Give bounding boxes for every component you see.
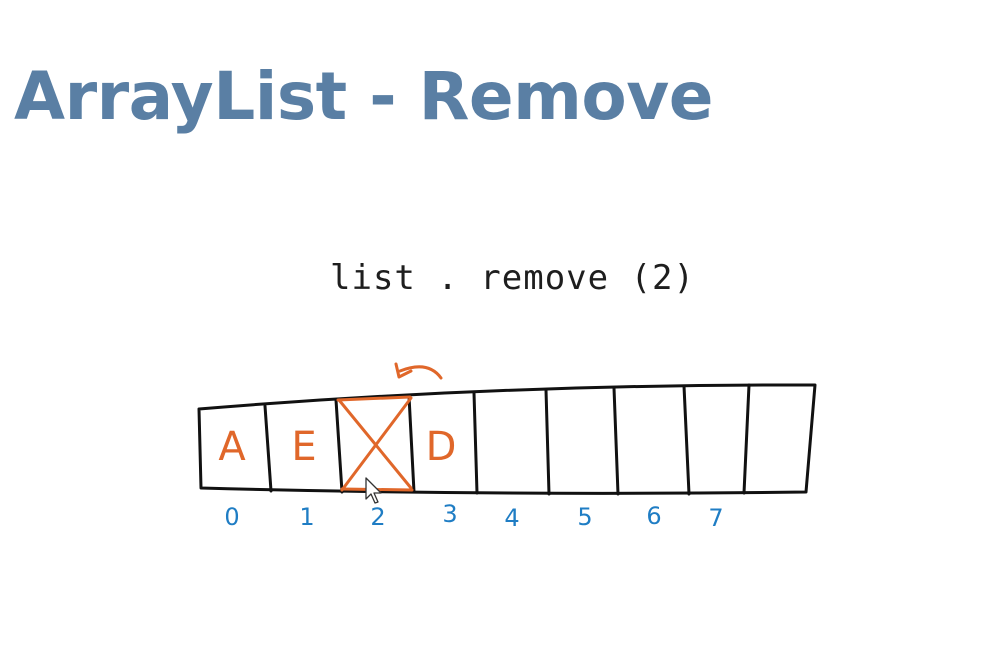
slide-title: ArrayList - Remove <box>14 58 714 135</box>
index-label: 3 <box>442 500 457 528</box>
curved-arrow-icon <box>394 362 443 380</box>
code-label: list . remove (2) <box>330 258 695 298</box>
cell-dividers <box>263 383 751 496</box>
index-label: 0 <box>224 503 239 531</box>
cross-out-mark-icon <box>336 395 414 492</box>
index-label: 7 <box>708 504 723 532</box>
index-label: 2 <box>370 503 385 531</box>
cell-letter: A <box>218 424 246 470</box>
cell-letter: E <box>291 424 316 470</box>
index-label: 6 <box>646 502 661 530</box>
index-label: 4 <box>504 504 519 532</box>
index-label: 1 <box>299 503 314 531</box>
index-label: 5 <box>577 503 592 531</box>
cell-letter: D <box>426 424 457 470</box>
mouse-cursor-icon <box>365 477 382 504</box>
